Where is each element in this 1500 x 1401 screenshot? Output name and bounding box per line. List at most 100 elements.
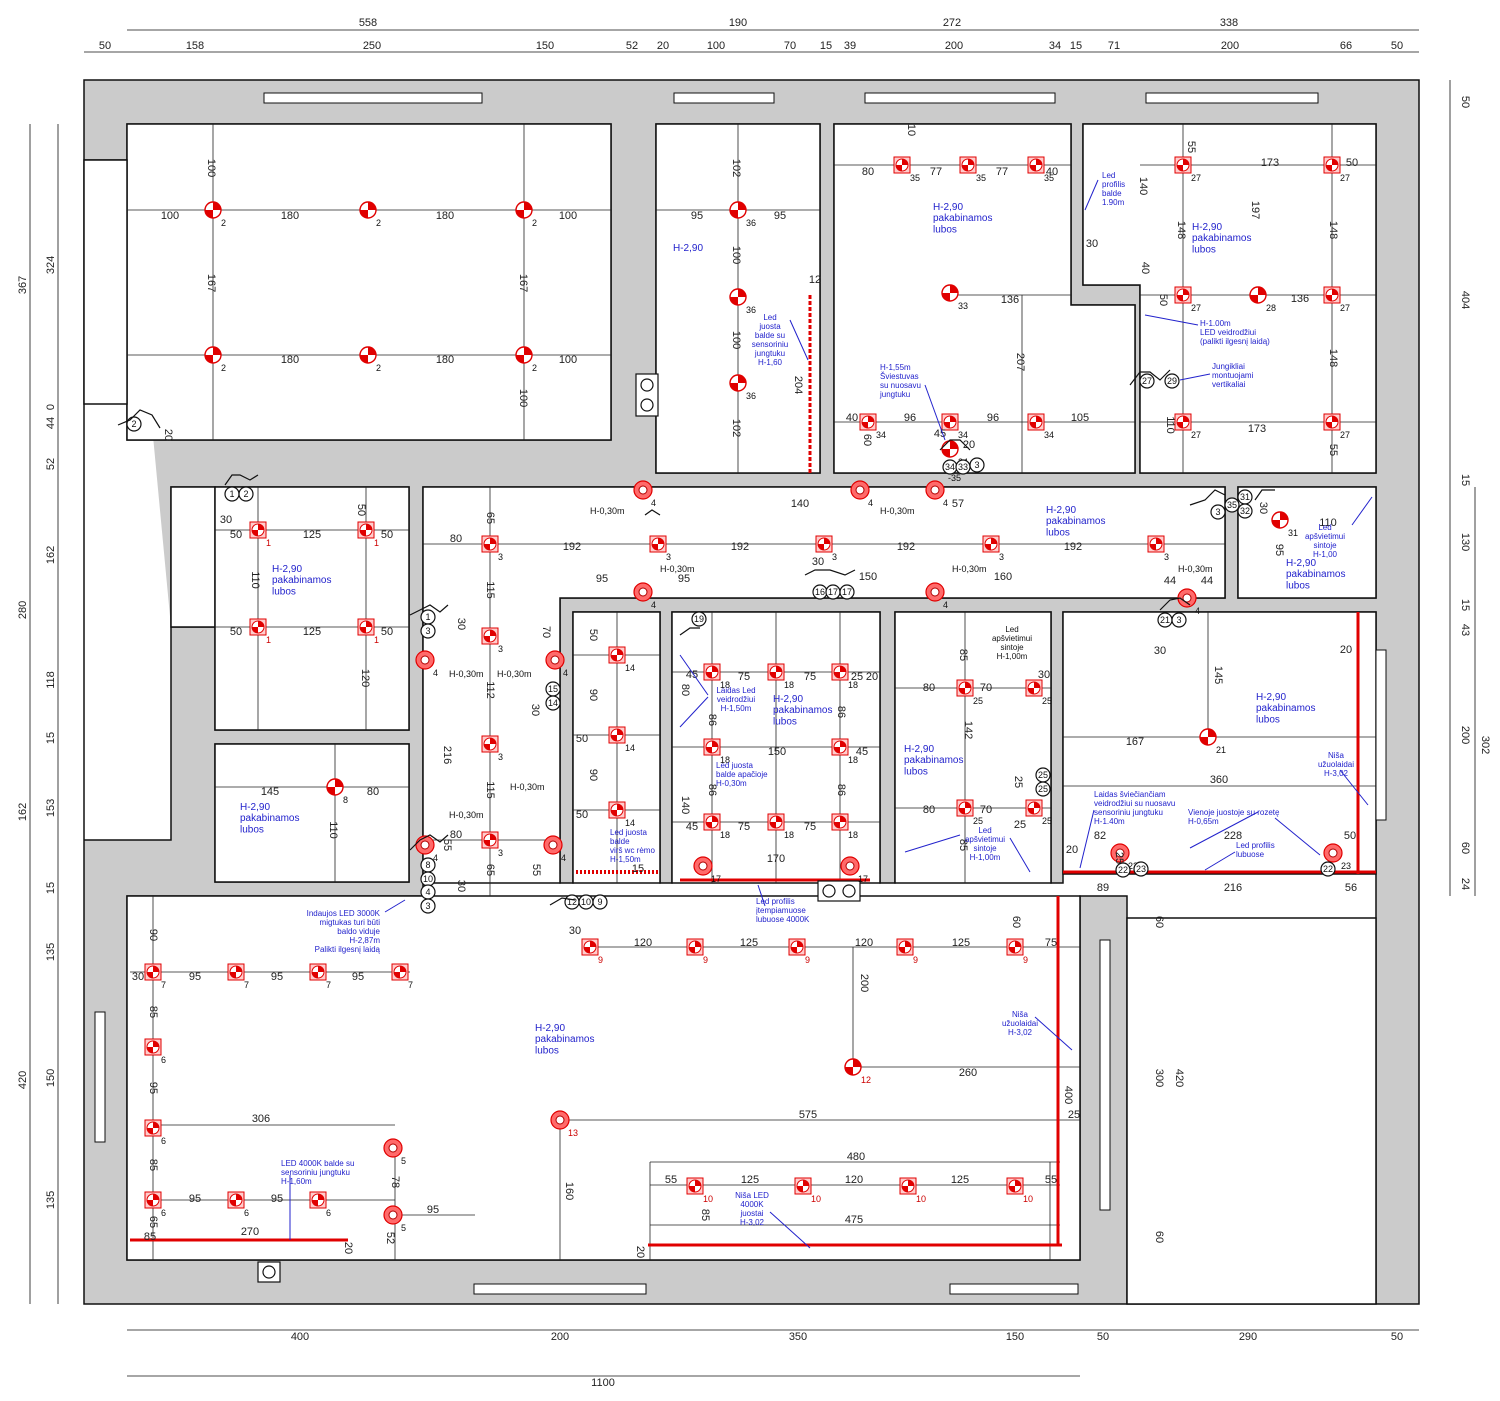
- switch-number: 8: [425, 860, 430, 870]
- interior-dim: 60: [1153, 916, 1165, 928]
- interior-dim: 75: [804, 821, 816, 833]
- bottom-dim: 400: [291, 1331, 309, 1343]
- fixture-number: 4: [433, 853, 438, 863]
- interior-dim: 575: [799, 1109, 817, 1121]
- interior-dim: 50: [1157, 294, 1169, 306]
- left-dim: 118: [45, 671, 57, 689]
- interior-dim: 110: [1319, 517, 1337, 529]
- left-dim: 15: [45, 732, 57, 744]
- fixture-number: 25: [973, 816, 983, 826]
- interior-dim: 80: [923, 804, 935, 816]
- fixture-number: 9: [805, 955, 810, 965]
- interior-dim: 90: [587, 769, 599, 781]
- interior-dim: 192: [1064, 541, 1082, 553]
- interior-dim: 115: [484, 581, 496, 599]
- ceiling-light-square-icon: [686, 1177, 704, 1195]
- ceiling-light-square-icon: [608, 646, 626, 664]
- top-dim: 39: [844, 40, 856, 52]
- interior-dim: 95: [189, 1193, 201, 1205]
- switch-number: 3: [425, 901, 430, 911]
- fixture-number: 21: [1216, 745, 1226, 755]
- interior-dim: 25: [1014, 819, 1026, 831]
- interior-dim: 55: [1045, 1174, 1057, 1186]
- interior-dim: 20: [162, 429, 174, 441]
- ceiling-light-square-icon: [144, 1119, 162, 1137]
- fixture-number: 27: [1340, 173, 1350, 183]
- top-dim-338: 338: [1220, 17, 1238, 29]
- ceiling-light-square-icon: [703, 663, 721, 681]
- fixture-number: 23: [1341, 861, 1351, 871]
- left-dim: 162: [45, 546, 57, 564]
- spotlight-icon: [925, 480, 945, 500]
- interior-dim: 197: [1249, 201, 1261, 219]
- fixture-number: 1: [266, 538, 271, 548]
- ceiling-light-square-icon: [1323, 413, 1341, 431]
- interior-dim: 475: [845, 1214, 863, 1226]
- fixture-number: 4: [433, 668, 438, 678]
- interior-dim: 80: [367, 786, 379, 798]
- interior-dim: 78: [389, 1176, 401, 1188]
- note-height: H-0,30m: [1178, 564, 1213, 574]
- ceiling-light-icon: [1249, 286, 1267, 304]
- switch-number: 27: [1142, 376, 1152, 386]
- interior-dim: 125: [740, 937, 758, 949]
- interior-dim: 50: [381, 529, 393, 541]
- left-dim: 0: [45, 404, 57, 410]
- switch-number: 25: [1038, 784, 1048, 794]
- interior-dim: 20: [866, 671, 878, 683]
- interior-dim: 45: [686, 821, 698, 833]
- right-dims: 50 404 15 130 15 43 302 200 60 24: [1459, 96, 1491, 890]
- right-dim: 404: [1459, 291, 1471, 309]
- ceiling-light-square-icon: [831, 663, 849, 681]
- interior-dim: 85: [144, 1231, 156, 1243]
- fixture-number: 12: [861, 1075, 871, 1085]
- ceiling-light-square-icon: [893, 156, 911, 174]
- fixture-number: 28: [1266, 303, 1276, 313]
- fixture-number: 7: [161, 980, 166, 990]
- ceiling-light-square-icon: [144, 1191, 162, 1209]
- interior-dim: 86: [835, 706, 847, 718]
- interior-dim: 12: [809, 274, 821, 286]
- fixture-number: 18: [720, 830, 730, 840]
- interior-dim: 480: [847, 1151, 865, 1163]
- fixture-number: 18: [784, 680, 794, 690]
- fixture-number: 9: [703, 955, 708, 965]
- interior-dim: 100: [559, 354, 577, 366]
- interior-dim: 57: [952, 498, 964, 510]
- interior-dim: 192: [731, 541, 749, 553]
- interior-dim: 95: [427, 1204, 439, 1216]
- top-dim: 50: [1391, 40, 1403, 52]
- interior-dim: 180: [436, 210, 454, 222]
- ceiling-light-square-icon: [1006, 938, 1024, 956]
- fixture-number: 17: [711, 874, 721, 884]
- ceiling-light-square-icon: [767, 813, 785, 831]
- left-dims: 367 324 0 44 52 162 280 118 15 153 162 1…: [17, 256, 57, 1209]
- fixture-number: 36: [746, 391, 756, 401]
- note-height: H-0,30m: [952, 564, 987, 574]
- ceiling-light-square-icon: [357, 618, 375, 636]
- interior-dim: 200: [858, 974, 870, 992]
- switch-number: 23: [1136, 864, 1146, 874]
- switch-number: 33: [958, 462, 968, 472]
- interior-dim: 20: [1340, 644, 1352, 656]
- interior-dim: 100: [730, 331, 742, 349]
- ceiling-light-square-icon: [391, 963, 409, 981]
- right-dim: 130: [1459, 533, 1471, 551]
- note-height: H-0,30m: [449, 669, 484, 679]
- switch-number: 31: [1240, 492, 1250, 502]
- interior-dim: 60: [861, 434, 873, 446]
- interior-dim: 80: [679, 684, 691, 696]
- interior-dim: 50: [230, 529, 242, 541]
- ceiling-light-square-icon: [249, 521, 267, 539]
- ceiling-light-square-icon: [1006, 1177, 1024, 1195]
